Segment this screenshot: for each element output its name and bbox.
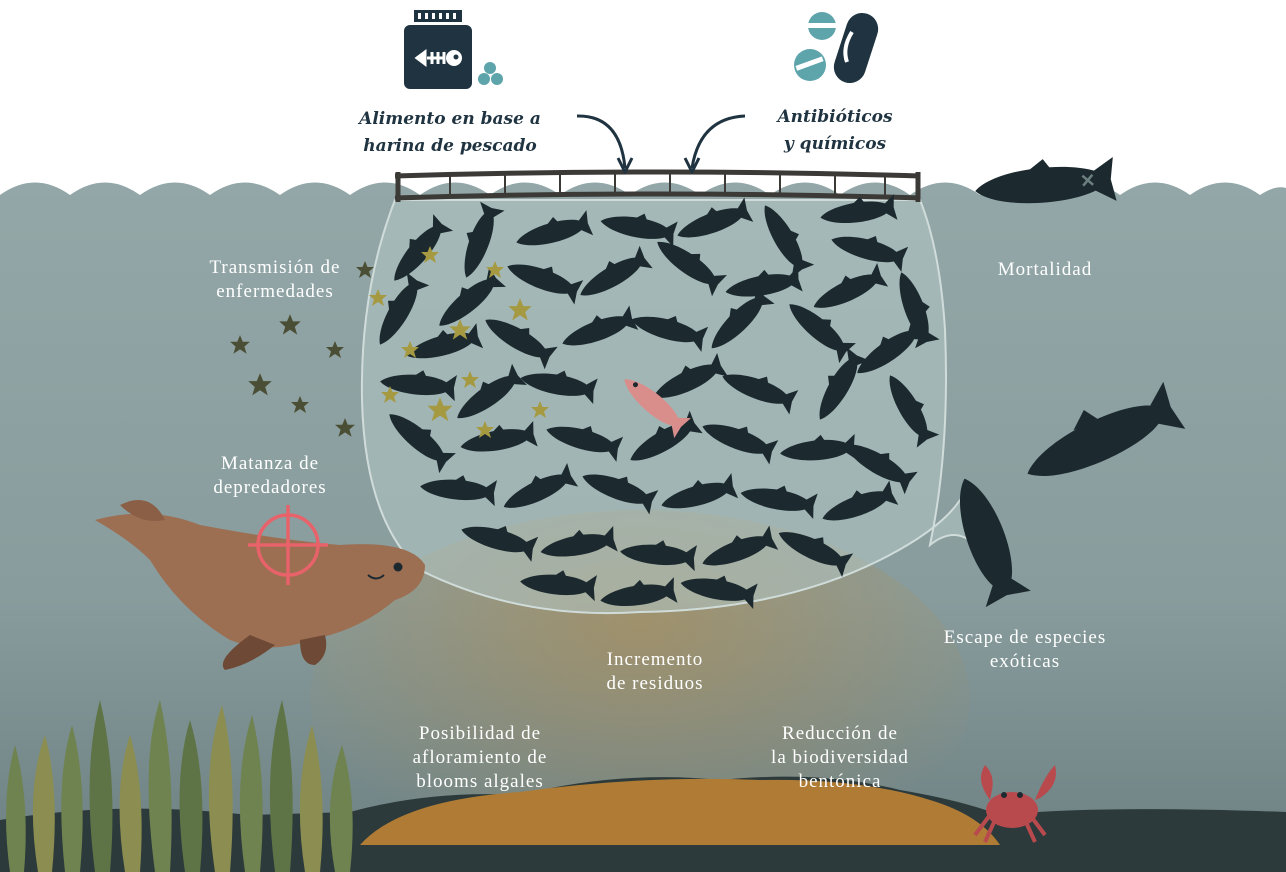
input-arrows xyxy=(577,116,745,172)
biodiversity-label: Reducción de la biodiversidad bentónica xyxy=(740,722,940,794)
food-label: Alimento en base a harina de pescado xyxy=(350,106,550,160)
antibiotics-pills-icon xyxy=(794,9,882,87)
algal-blooms-label: Posibilidad de afloramiento de blooms al… xyxy=(380,722,580,794)
mortality-label: Mortalidad xyxy=(975,258,1115,282)
fishmeal-jar-icon xyxy=(404,10,503,89)
disease-label: Transmisión de enfermedades xyxy=(180,256,370,304)
chemicals-label: Antibióticos y químicos xyxy=(760,104,910,158)
escape-label: Escape de especies exóticas xyxy=(925,626,1125,674)
predators-label: Matanza de depredadores xyxy=(185,452,355,500)
chemicals-arrow xyxy=(692,116,745,168)
waste-label: Incremento de residuos xyxy=(575,648,735,696)
